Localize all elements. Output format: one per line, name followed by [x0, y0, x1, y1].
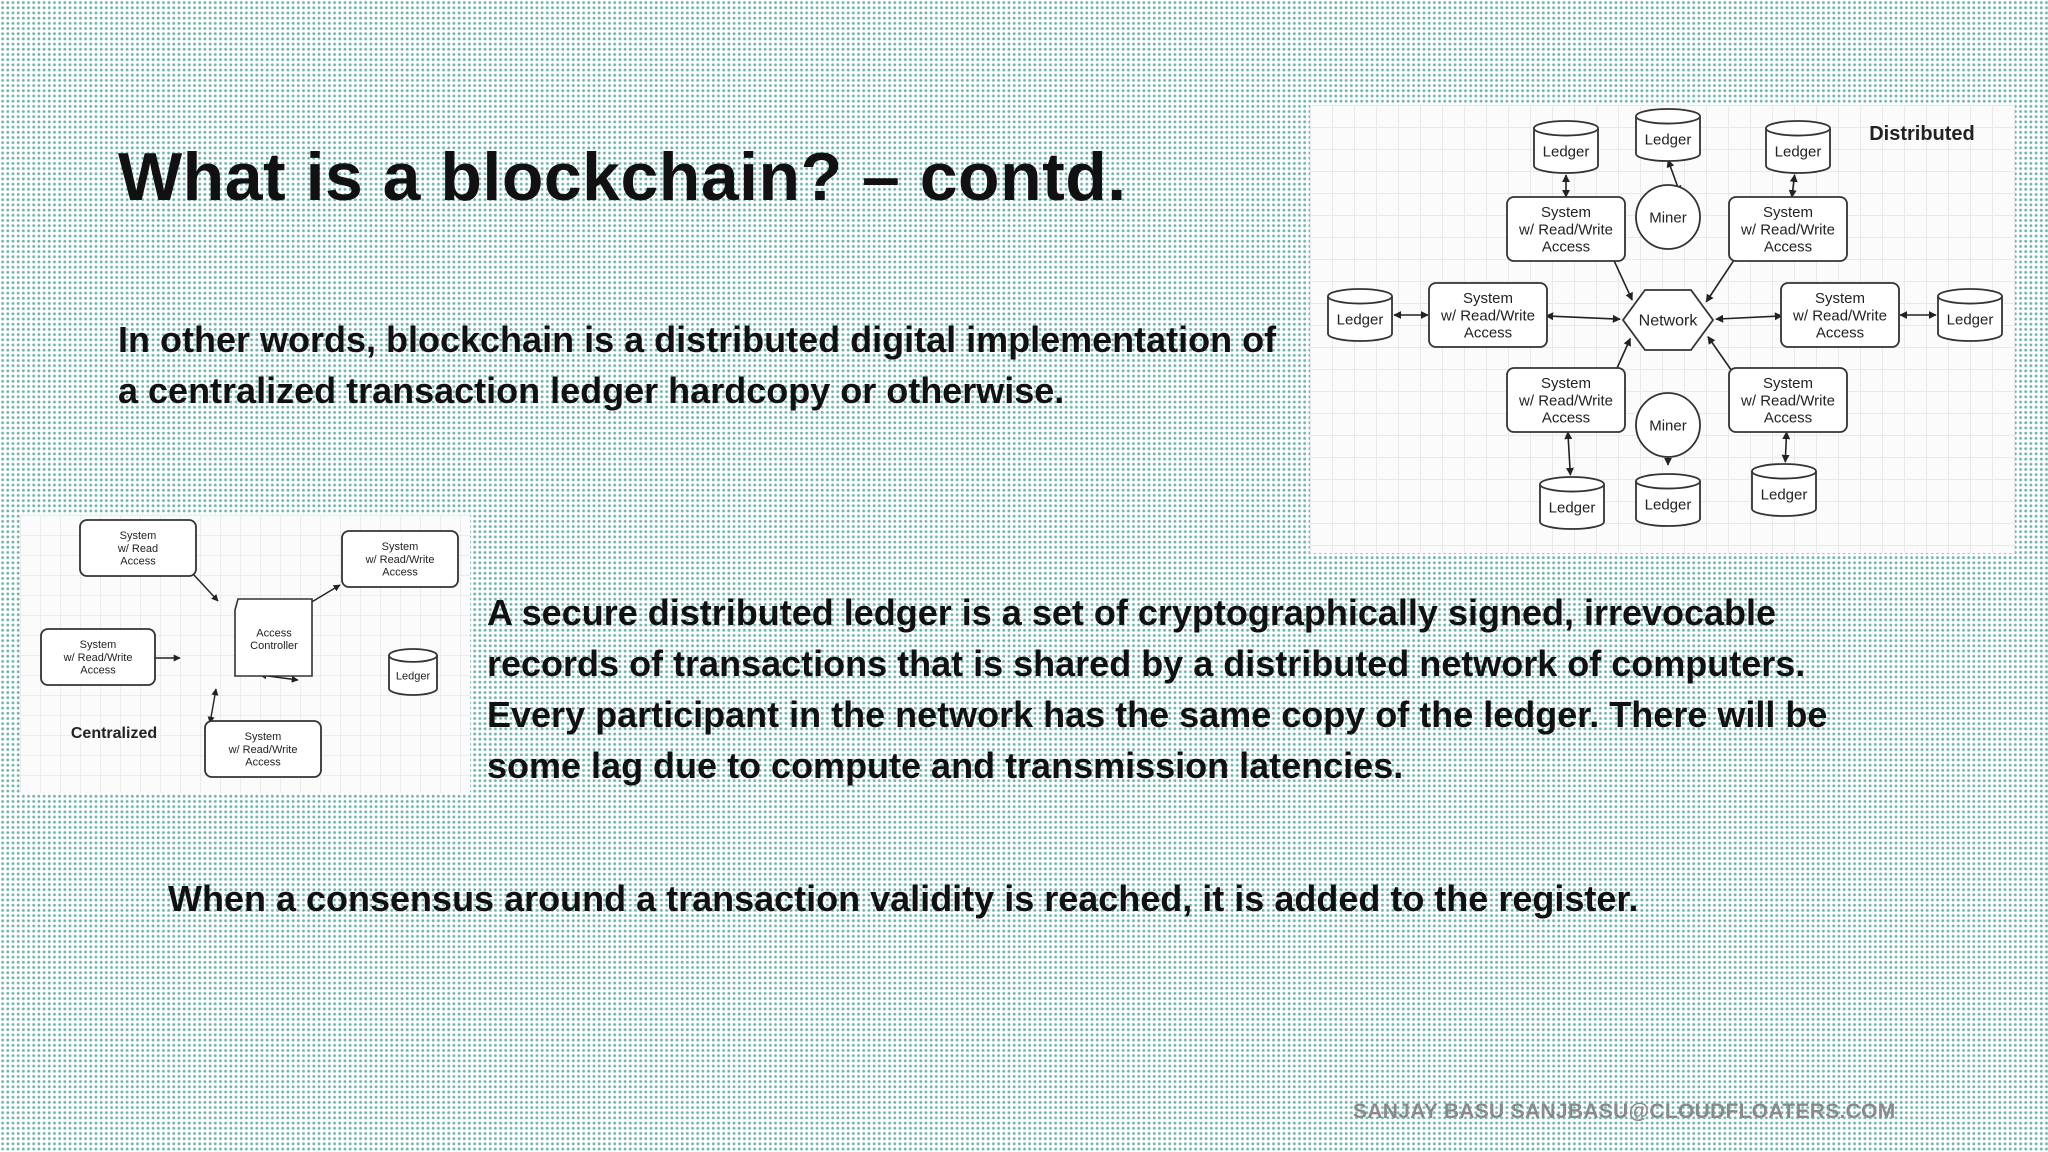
system-rw-node-label: w/ Read/Write	[365, 554, 435, 566]
controller-system-arrow	[207, 688, 219, 724]
system-rw-node-label: w/ Read/Write	[63, 652, 133, 664]
system-rw-node-label: w/ Read/Write	[1740, 392, 1835, 409]
system-rw-node-label: Access	[1764, 239, 1812, 256]
access-controller-label: Controller	[250, 640, 298, 652]
system-rw-node-label: w/ Read/Write	[228, 744, 298, 756]
system-rw-node-label: w/ Read/Write	[1518, 392, 1613, 409]
system-rw-node-label: Access	[80, 665, 116, 677]
ledger-node-label: Ledger	[1947, 312, 1994, 329]
ledger-node-label: Ledger	[1775, 144, 1822, 161]
ledger-node: Ledger	[388, 648, 438, 696]
system-rw-node-label: Access	[382, 567, 418, 579]
ledger-node-label: Ledger	[1549, 500, 1596, 517]
miner-node-label: Miner	[1649, 417, 1687, 434]
system-rw-node-label: Access	[1816, 325, 1864, 342]
ledger-node-label: Ledger	[1543, 144, 1590, 161]
network-system-arrow	[1715, 312, 1783, 323]
system-rw-node-label: w/ Read/Write	[1792, 307, 1887, 324]
system-rw-node-label: System	[1541, 375, 1591, 392]
system-rw-node-label: Access	[1542, 410, 1590, 427]
ledger-node-label: Ledger	[396, 671, 431, 683]
centralized-label: Centralized	[71, 725, 157, 742]
network-system-arrow	[1545, 312, 1621, 323]
paragraph-definition: In other words, blockchain is a distribu…	[118, 319, 1277, 411]
system-rw-node-label: System	[382, 541, 419, 553]
system-rw-node-label: System	[1541, 204, 1591, 221]
system-rw-node-label: System	[245, 731, 282, 743]
access-controller-label: Access	[256, 628, 292, 640]
system-rw-node-label: Access	[245, 757, 281, 769]
network-node: Network	[1621, 289, 1715, 351]
system-read-node-label: System	[120, 530, 157, 542]
system-rw-node-label: w/ Read/Write	[1518, 221, 1613, 238]
system-rw-node-label: System	[1815, 290, 1865, 307]
system-rw-node-label: Access	[1464, 325, 1512, 342]
system-ledger-arrow	[1788, 173, 1798, 199]
system-ledger-arrow	[1781, 431, 1791, 463]
network-label: Network	[1639, 313, 1699, 330]
ledger-node-label: Ledger	[1337, 312, 1384, 329]
ledger-node: Ledger	[1635, 473, 1701, 527]
ledger-node-label: Ledger	[1761, 487, 1808, 504]
miner-node: Miner	[1635, 392, 1701, 458]
ledger-node: Ledger	[1635, 108, 1701, 162]
system-rw-node-label: System	[1763, 375, 1813, 392]
system-rw-node-label: w/ Read/Write	[1740, 221, 1835, 238]
system-rw-node-label: System	[80, 639, 117, 651]
system-ledger-arrow	[1564, 431, 1574, 476]
ledger-node: Ledger	[1539, 476, 1605, 530]
ledger-node: Ledger	[1533, 120, 1599, 174]
distributed-label: Distributed	[1869, 123, 1975, 145]
ledger-node-label: Ledger	[1645, 132, 1692, 149]
footer-credit: SANJAY BASU SANJBASU@CLOUDFLOATERS.COM	[1353, 1100, 1896, 1123]
miner-node-label: Miner	[1649, 209, 1687, 226]
slide-title: What is a blockchain? – contd.	[118, 139, 1127, 215]
system-read-node-label: w/ Read	[117, 543, 158, 555]
ledger-node: Ledger	[1937, 288, 2003, 342]
paragraph-secure-ledger: A secure distributed ledger is a set of …	[487, 592, 1828, 786]
ledger-node: Ledger	[1765, 120, 1831, 174]
system-read-node-label: Access	[120, 556, 156, 568]
system-rw-node-label: System	[1763, 204, 1813, 221]
ledger-node: Ledger	[1751, 463, 1817, 517]
miner-node: Miner	[1635, 184, 1701, 250]
system-rw-node-label: w/ Read/Write	[1440, 307, 1535, 324]
system-rw-node-label: Access	[1542, 239, 1590, 256]
ledger-node-label: Ledger	[1645, 497, 1692, 514]
paragraph-consensus: When a consensus around a transaction va…	[168, 878, 1639, 919]
system-rw-node-label: Access	[1764, 410, 1812, 427]
system-rw-node-label: System	[1463, 290, 1513, 307]
ledger-node: Ledger	[1327, 288, 1393, 342]
